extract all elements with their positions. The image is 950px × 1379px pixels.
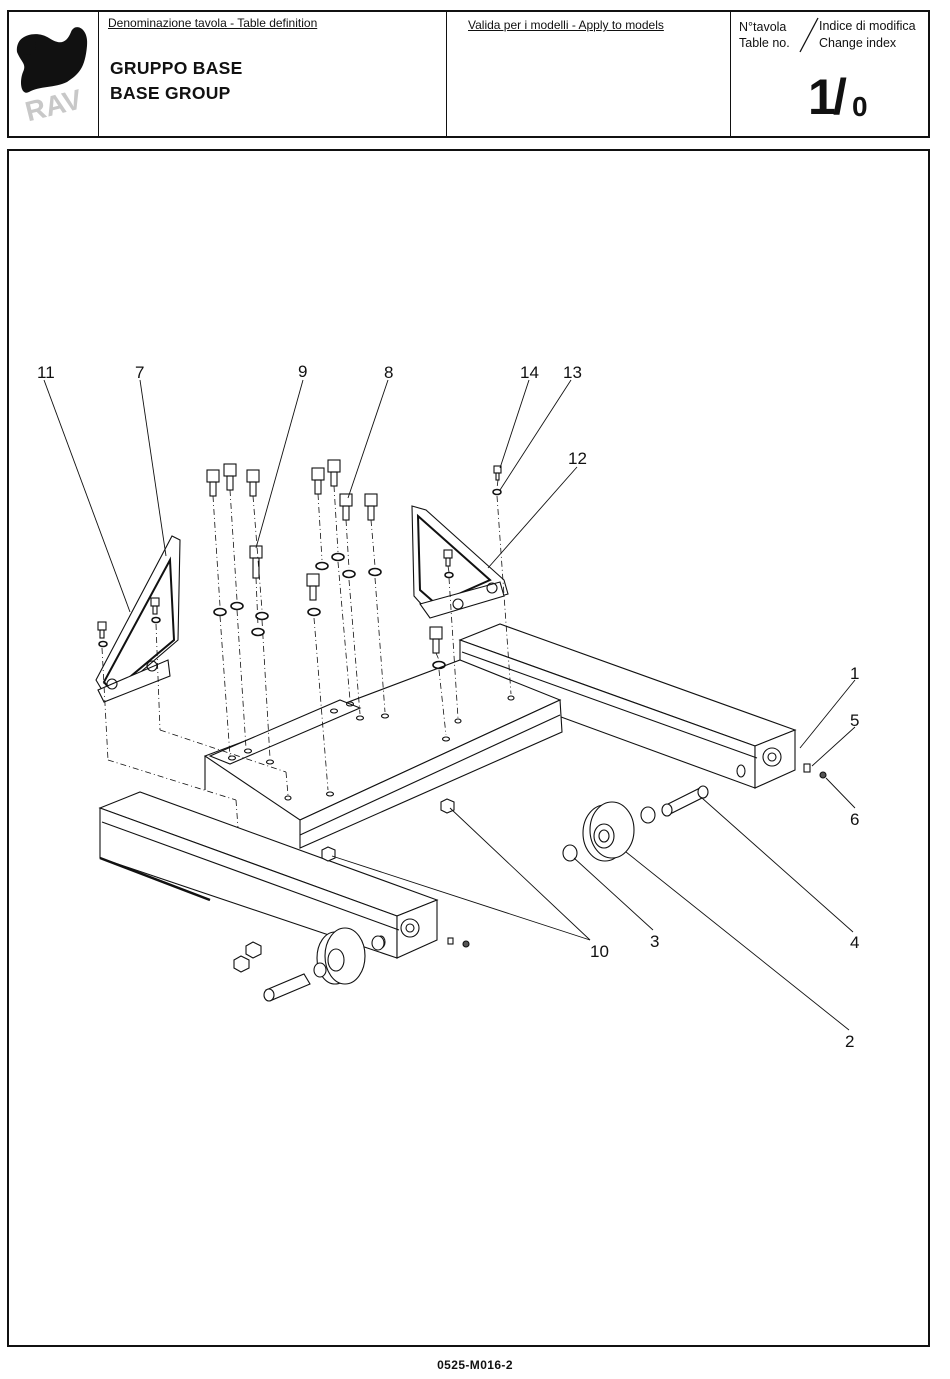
bolt	[307, 574, 319, 600]
socket-screw	[250, 546, 262, 578]
callout-2: 2	[845, 1032, 854, 1051]
callout-4: 4	[850, 933, 859, 952]
bolt	[430, 627, 442, 653]
bolt	[365, 494, 377, 520]
callout-1: 1	[850, 664, 859, 683]
small-bolt	[98, 622, 106, 638]
callout-10: 10	[590, 942, 609, 961]
bolt	[247, 470, 259, 496]
callout-14: 14	[520, 363, 539, 382]
frame-left-beam	[100, 792, 437, 958]
right-wheel-assembly	[563, 764, 826, 861]
callout-6: 6	[850, 810, 859, 829]
bolt	[224, 464, 236, 490]
frame-center-plate	[205, 660, 562, 848]
bolt	[328, 460, 340, 486]
callout-3: 3	[650, 932, 659, 951]
callout-9: 9	[298, 362, 307, 381]
callout-12: 12	[568, 449, 587, 468]
callout-5: 5	[850, 711, 859, 730]
bolt	[340, 494, 352, 520]
callout-11: 11	[37, 363, 55, 382]
bolt	[312, 468, 324, 494]
document-code: 0525-M016-2	[0, 1358, 950, 1372]
small-bolt	[494, 466, 501, 480]
callout-7: 7	[135, 363, 144, 382]
bolt	[207, 470, 219, 496]
callout-8: 8	[384, 363, 393, 382]
left-bracket	[96, 536, 180, 702]
callout-13: 13	[563, 363, 582, 382]
